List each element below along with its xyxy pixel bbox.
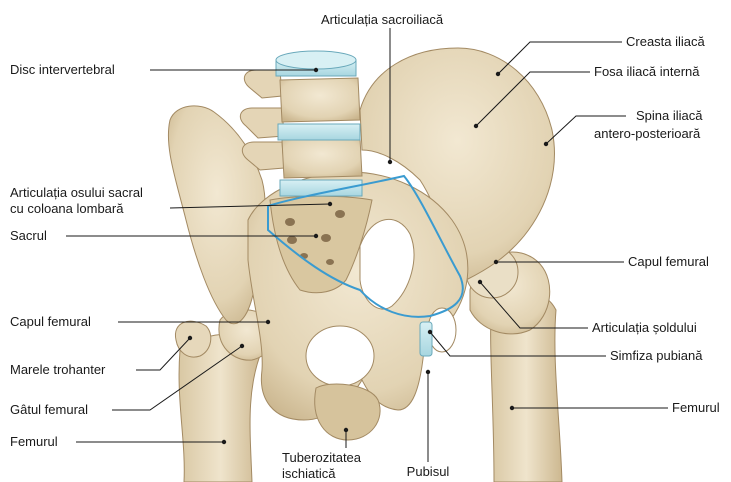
- label-ischial-tuberosity-2: ischiatică: [282, 466, 335, 481]
- label-internal-iliac-fossa: Fosa iliacă internă: [594, 64, 700, 79]
- label-femoral-head-left: Capul femural: [10, 314, 91, 329]
- label-lumbosacral-joint-1: Articulația osului sacral: [10, 185, 143, 200]
- label-pubic-symphysis: Simfiza pubiană: [610, 348, 703, 363]
- label-sacroiliac-joint: Articulația sacroiliacă: [321, 12, 443, 27]
- label-femoral-head-right: Capul femural: [628, 254, 709, 269]
- label-femur-left: Femurul: [10, 434, 58, 449]
- label-ischial-tuberosity-1: Tuberozitatea: [282, 450, 361, 465]
- label-iliac-spine-2: antero-posterioară: [594, 126, 700, 141]
- pubic-symphysis-disc: [420, 322, 432, 356]
- obturator-foramen-left: [306, 326, 374, 386]
- label-iliac-crest: Creasta iliacă: [626, 34, 705, 49]
- label-greater-trochanter: Marele trohanter: [10, 362, 105, 377]
- label-iliac-spine-1: Spina iliacă: [636, 108, 703, 123]
- intervertebral-disc-2: [278, 124, 360, 140]
- label-sacrum: Sacrul: [10, 228, 47, 243]
- label-intervertebral-disc: Disc intervertebral: [10, 62, 115, 77]
- label-pubis: Pubisul: [407, 464, 450, 479]
- label-hip-joint: Articulația șoldului: [592, 320, 697, 335]
- label-femur-right: Femurul: [672, 400, 720, 415]
- label-femoral-neck: Gâtul femural: [10, 402, 88, 417]
- label-lumbosacral-joint-2: cu coloana lombară: [10, 201, 123, 216]
